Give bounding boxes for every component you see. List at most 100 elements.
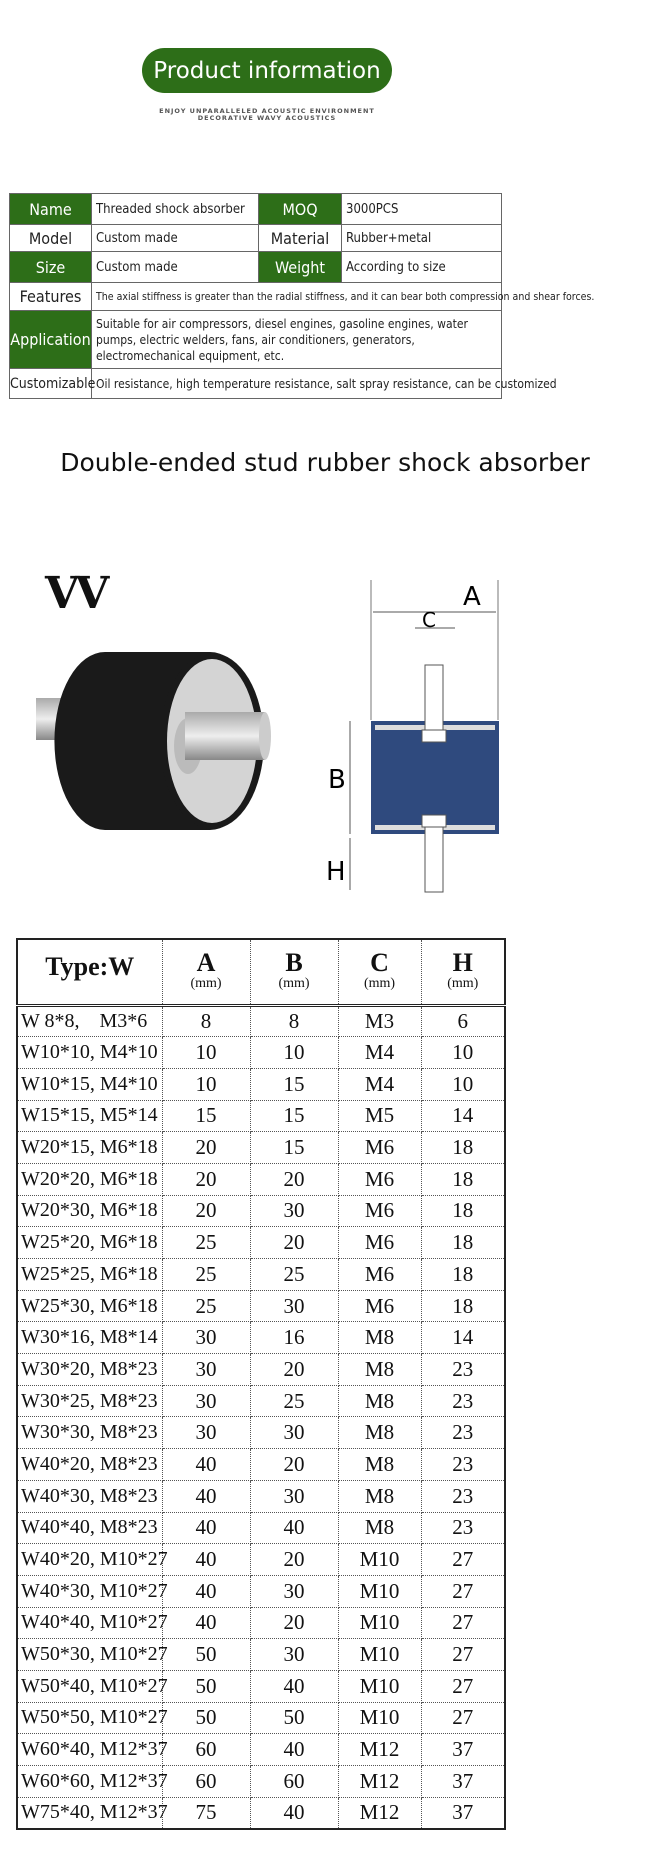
- spec-cell: M6: [337, 1289, 422, 1323]
- spec-cell: M8: [337, 1416, 422, 1450]
- spec-header-unit: (mm): [190, 976, 222, 991]
- spec-cell: 27: [420, 1606, 506, 1640]
- spec-cell: 16: [249, 1321, 339, 1355]
- spec-cell: 30: [249, 1416, 339, 1450]
- spec-cell: W30*20, M8*23: [16, 1353, 163, 1386]
- spec-cell: M8: [337, 1353, 422, 1386]
- spec-cell: 15: [249, 1099, 339, 1133]
- spec-cell: M10: [337, 1574, 422, 1608]
- spec-cell: 25: [249, 1384, 339, 1418]
- size-label: Size: [9, 251, 92, 283]
- spec-cell: W25*30, M6*18: [16, 1289, 163, 1323]
- spec-cell: 18: [420, 1258, 506, 1291]
- spec-cell: 30: [249, 1194, 339, 1228]
- customizable-label: Customizable: [9, 368, 95, 399]
- spec-cell: W 8*8, M3*6: [16, 1004, 163, 1038]
- spec-cell: W10*10, M4*10: [16, 1036, 163, 1069]
- spec-cell: M6: [337, 1226, 422, 1259]
- features-value: The axial stiffness is greater than the …: [91, 282, 594, 311]
- spec-cell: W25*20, M6*18: [16, 1226, 163, 1259]
- weight-label: Weight: [258, 251, 342, 283]
- material-value: Rubber+metal: [341, 224, 502, 252]
- spec-cell: M12: [337, 1765, 422, 1798]
- spec-cell: W30*30, M8*23: [16, 1416, 163, 1450]
- spec-cell: M6: [337, 1194, 422, 1228]
- spec-cell: M12: [337, 1733, 422, 1766]
- spec-cell: 10: [420, 1067, 506, 1101]
- spec-cell: 40: [161, 1511, 251, 1545]
- weight-value: According to size: [341, 251, 502, 283]
- spec-cell: W40*40, M10*27: [16, 1606, 168, 1640]
- spec-cell: 40: [161, 1606, 251, 1640]
- spec-cell: M8: [337, 1321, 422, 1355]
- spec-cell: 30: [249, 1289, 339, 1323]
- spec-cell: 50: [161, 1669, 251, 1703]
- spec-cell: M8: [337, 1384, 422, 1418]
- spec-header-3: C(mm): [337, 938, 422, 1007]
- spec-header-unit: (mm): [278, 976, 310, 991]
- spec-cell: M8: [337, 1511, 422, 1545]
- spec-cell: 15: [249, 1067, 339, 1101]
- spec-cell: 18: [420, 1194, 506, 1228]
- spec-cell: 20: [249, 1162, 339, 1196]
- spec-cell: 10: [161, 1036, 251, 1069]
- spec-cell: 20: [161, 1194, 251, 1228]
- spec-cell: 40: [161, 1479, 251, 1513]
- spec-cell: 40: [161, 1448, 251, 1481]
- spec-header-label: H: [452, 948, 473, 977]
- application-value: Suitable for air compressors, diesel eng…: [91, 310, 502, 369]
- spec-cell: 60: [249, 1765, 339, 1798]
- spec-header-label: A: [196, 948, 216, 977]
- spec-cell: 20: [161, 1131, 251, 1164]
- spec-cell: 18: [420, 1289, 506, 1323]
- spec-cell: W15*15, M5*14: [16, 1099, 163, 1133]
- spec-header-2: B(mm): [249, 938, 339, 1007]
- model-value: Custom made: [91, 224, 259, 252]
- spec-cell: 60: [161, 1733, 251, 1766]
- spec-cell: 23: [420, 1384, 506, 1418]
- spec-cell: 50: [161, 1638, 251, 1671]
- spec-header-unit: (mm): [363, 976, 396, 991]
- product-title: Double-ended stud rubber shock absorber: [60, 448, 590, 477]
- spec-cell: W30*16, M8*14: [16, 1321, 163, 1355]
- spec-header-label: Type:W: [45, 952, 135, 981]
- spec-header-label: C: [370, 948, 389, 977]
- dim-label-h: H: [326, 857, 346, 887]
- spec-cell: 37: [420, 1733, 506, 1766]
- tagline-2: DECORATIVE WAVY ACOUSTICS: [197, 114, 337, 122]
- section-title-pill: Product information: [142, 48, 392, 93]
- spec-cell: 23: [420, 1448, 506, 1481]
- spec-cell: M6: [337, 1258, 422, 1291]
- spec-cell: M3: [337, 1004, 422, 1038]
- spec-cell: M6: [337, 1131, 422, 1164]
- spec-cell: 15: [249, 1131, 339, 1164]
- spec-cell: 25: [161, 1289, 251, 1323]
- dim-label-a: A: [463, 582, 481, 612]
- spec-cell: W50*50, M10*27: [16, 1701, 168, 1735]
- spec-cell: 20: [249, 1448, 339, 1481]
- spec-cell: 40: [161, 1543, 251, 1576]
- spec-cell: 27: [420, 1701, 506, 1735]
- spec-cell: M10: [337, 1638, 422, 1671]
- spec-cell: M10: [337, 1543, 422, 1576]
- spec-header-1: A(mm): [161, 938, 251, 1007]
- moq-label: MOQ: [258, 193, 342, 225]
- dim-label-b: B: [328, 765, 346, 795]
- spec-cell: 30: [249, 1479, 339, 1513]
- spec-cell: 20: [249, 1353, 339, 1386]
